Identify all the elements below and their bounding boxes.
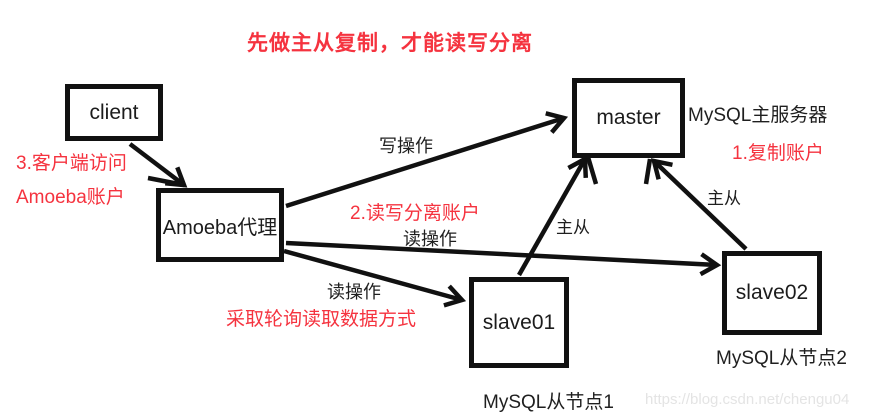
annotation-round-robin: 采取轮询读取数据方式 xyxy=(226,309,417,330)
csdn-watermark: https://blog.csdn.net/chengu04 xyxy=(645,391,850,408)
arrow-amoeba-to-slave02 xyxy=(285,240,722,277)
annotation-step3-line2: Amoeba账户 xyxy=(16,187,125,208)
slave02-node: slave02 xyxy=(722,251,822,335)
arrow-slave02-to-master xyxy=(650,158,748,251)
slave02-node-label: slave02 xyxy=(735,281,809,304)
label-master-slave-right: 主从 xyxy=(707,189,741,208)
label-master-slave-left: 主从 xyxy=(556,218,590,237)
sketch-barb-master-left xyxy=(585,156,599,185)
slave01-node-label: slave01 xyxy=(482,310,556,334)
diagram-title: 先做主从复制，才能读写分离 xyxy=(247,32,533,55)
arrow-amoeba-to-slave01 xyxy=(283,248,467,308)
annotation-step3-line1: 3.客户端访问 xyxy=(16,153,127,174)
slave01-node: slave01 xyxy=(469,277,569,368)
arrow-client-to-amoeba xyxy=(128,142,188,188)
caption-master-server: MySQL主服务器 xyxy=(688,105,828,126)
arrow-slave01-to-master xyxy=(517,155,589,277)
arrow-amoeba-to-master xyxy=(285,111,569,209)
caption-slave-node1: MySQL从节点1 xyxy=(483,392,614,413)
amoeba-proxy-node-label: Amoeba代理 xyxy=(162,216,278,239)
caption-slave-node2: MySQL从节点2 xyxy=(716,348,847,369)
sketch-barb-amoeba-top xyxy=(147,175,185,188)
master-node-label: master xyxy=(596,106,661,129)
sketch-barb-master-right xyxy=(643,158,653,185)
master-node: master xyxy=(572,78,685,158)
amoeba-proxy-node: Amoeba代理 xyxy=(156,188,284,262)
client-node: client xyxy=(65,84,163,141)
label-write-operation: 写操作 xyxy=(379,136,433,156)
client-node-label: client xyxy=(89,100,139,124)
annotation-step1: 1.复制账户 xyxy=(732,143,824,164)
label-read-operation-lower: 读操作 xyxy=(327,282,381,302)
label-read-operation-upper: 读操作 xyxy=(403,229,457,249)
annotation-step2: 2.读写分离账户 xyxy=(350,203,480,224)
